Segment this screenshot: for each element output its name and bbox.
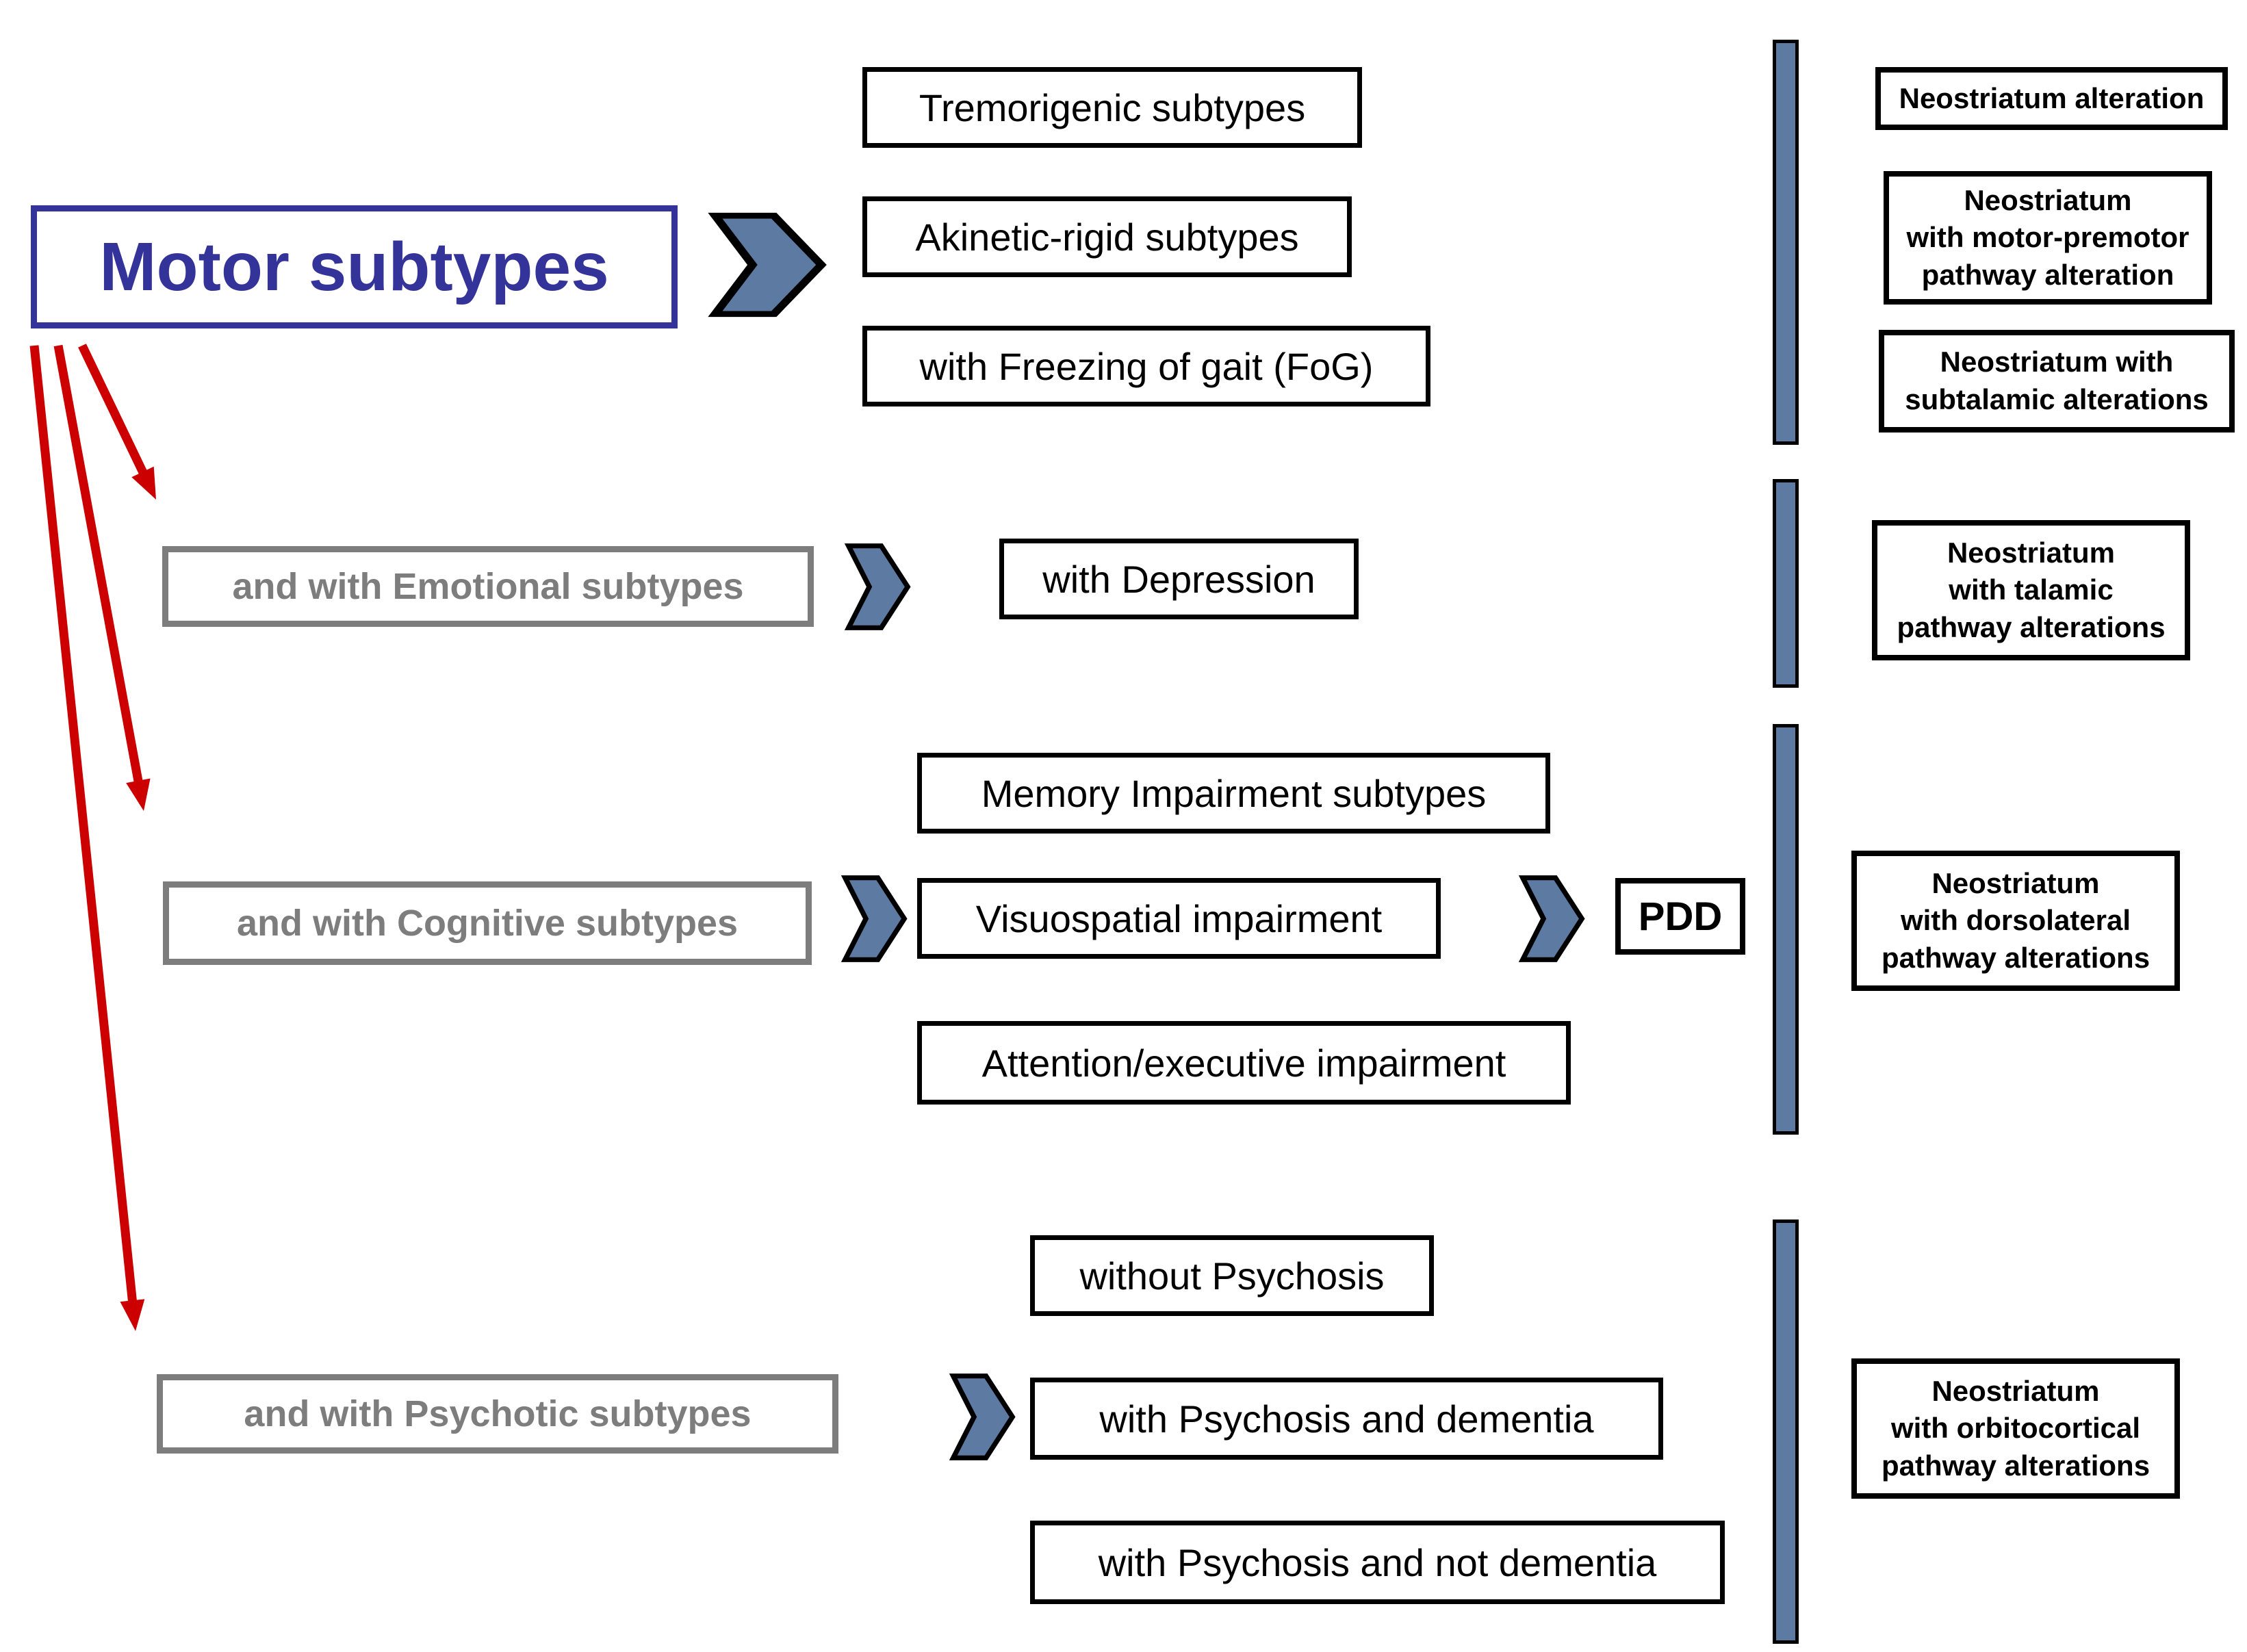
without-psychosis-label: without Psychosis bbox=[1079, 1254, 1385, 1298]
dorsolateral-pathway-box: Neostriatum with dorsolateral pathway al… bbox=[1851, 851, 2180, 991]
psychosis-and-dementia-box: with Psychosis and dementia bbox=[1030, 1378, 1663, 1460]
visuospatial-impairment-label: Visuospatial impairment bbox=[975, 896, 1383, 940]
talamic-pathway-box: Neostriatum with talamic pathway alterat… bbox=[1872, 520, 2190, 660]
red-arrowhead-psychotic bbox=[120, 1299, 145, 1331]
pdd-box: PDD bbox=[1615, 878, 1745, 955]
pdd-arrow-icon bbox=[1518, 875, 1585, 962]
emotional-outcome-bar bbox=[1773, 479, 1799, 688]
motor-premotor-pathway-label: Neostriatum with motor-premotor pathway … bbox=[1906, 183, 2190, 291]
psychotic-subtypes-box: and with Psychotic subtypes bbox=[157, 1374, 838, 1454]
red-arrow-to-psychotic bbox=[29, 345, 138, 1311]
motor-subtypes-title-label: Motor subtypes bbox=[99, 228, 609, 305]
akinetic-rigid-subtypes-label: Akinetic-rigid subtypes bbox=[915, 215, 1299, 259]
psychotic-outcome-bar bbox=[1773, 1219, 1799, 1644]
red-arrow-to-emotional bbox=[78, 344, 151, 483]
cognitive-subtypes-label: and with Cognitive subtypes bbox=[236, 903, 739, 944]
emotional-subtypes-label: and with Emotional subtypes bbox=[232, 566, 744, 607]
motor-premotor-pathway-box: Neostriatum with motor-premotor pathway … bbox=[1884, 171, 2212, 305]
orbitocortical-pathway-label: Neostriatum with orbitocortical pathway … bbox=[1881, 1374, 2150, 1482]
memory-impairment-label: Memory Impairment subtypes bbox=[981, 771, 1487, 815]
motor-arrow-icon bbox=[708, 212, 827, 318]
talamic-pathway-label: Neostriatum with talamic pathway alterat… bbox=[1897, 536, 2166, 643]
psychotic-arrow-icon bbox=[949, 1373, 1016, 1460]
emotional-arrow-icon bbox=[844, 543, 911, 630]
cognitive-arrow-icon bbox=[840, 875, 908, 962]
tremorigenic-subtypes-label: Tremorigenic subtypes bbox=[919, 86, 1306, 129]
with-depression-box: with Depression bbox=[999, 539, 1359, 619]
without-psychosis-box: without Psychosis bbox=[1030, 1235, 1434, 1316]
memory-impairment-box: Memory Impairment subtypes bbox=[917, 753, 1550, 834]
motor-outcome-bar bbox=[1773, 40, 1799, 445]
neostriatum-alteration-label: Neostriatum alteration bbox=[1899, 81, 2205, 114]
psychosis-and-dementia-label: with Psychosis and dementia bbox=[1099, 1397, 1594, 1441]
psychotic-subtypes-label: and with Psychotic subtypes bbox=[244, 1393, 752, 1434]
visuospatial-impairment-box: Visuospatial impairment bbox=[917, 878, 1441, 959]
with-depression-label: with Depression bbox=[1042, 557, 1315, 601]
pdd-label: PDD bbox=[1638, 894, 1723, 939]
akinetic-rigid-subtypes-box: Akinetic-rigid subtypes bbox=[862, 196, 1352, 277]
cognitive-outcome-bar bbox=[1773, 724, 1799, 1135]
freezing-of-gait-label: with Freezing of gait (FoG) bbox=[919, 344, 1374, 388]
subtalamic-alterations-box: Neostriatum with subtalamic alterations bbox=[1879, 330, 2235, 433]
attention-executive-box: Attention/executive impairment bbox=[917, 1021, 1571, 1105]
psychosis-not-dementia-box: with Psychosis and not dementia bbox=[1030, 1521, 1725, 1604]
dorsolateral-pathway-label: Neostriatum with dorsolateral pathway al… bbox=[1881, 866, 2150, 974]
subtalamic-alterations-label: Neostriatum with subtalamic alterations bbox=[1905, 346, 2209, 415]
cognitive-subtypes-box: and with Cognitive subtypes bbox=[163, 881, 812, 965]
motor-subtypes-title: Motor subtypes bbox=[31, 205, 678, 328]
emotional-subtypes-box: and with Emotional subtypes bbox=[162, 546, 814, 627]
tremorigenic-subtypes-box: Tremorigenic subtypes bbox=[862, 67, 1362, 148]
attention-executive-label: Attention/executive impairment bbox=[981, 1041, 1506, 1085]
neostriatum-alteration-box: Neostriatum alteration bbox=[1875, 67, 2228, 130]
red-arrowhead-emotional bbox=[131, 466, 156, 500]
red-arrow-to-cognitive bbox=[53, 344, 144, 792]
orbitocortical-pathway-box: Neostriatum with orbitocortical pathway … bbox=[1851, 1358, 2180, 1499]
freezing-of-gait-box: with Freezing of gait (FoG) bbox=[862, 326, 1430, 406]
red-arrowhead-cognitive bbox=[126, 778, 151, 811]
psychosis-not-dementia-label: with Psychosis and not dementia bbox=[1098, 1540, 1657, 1584]
